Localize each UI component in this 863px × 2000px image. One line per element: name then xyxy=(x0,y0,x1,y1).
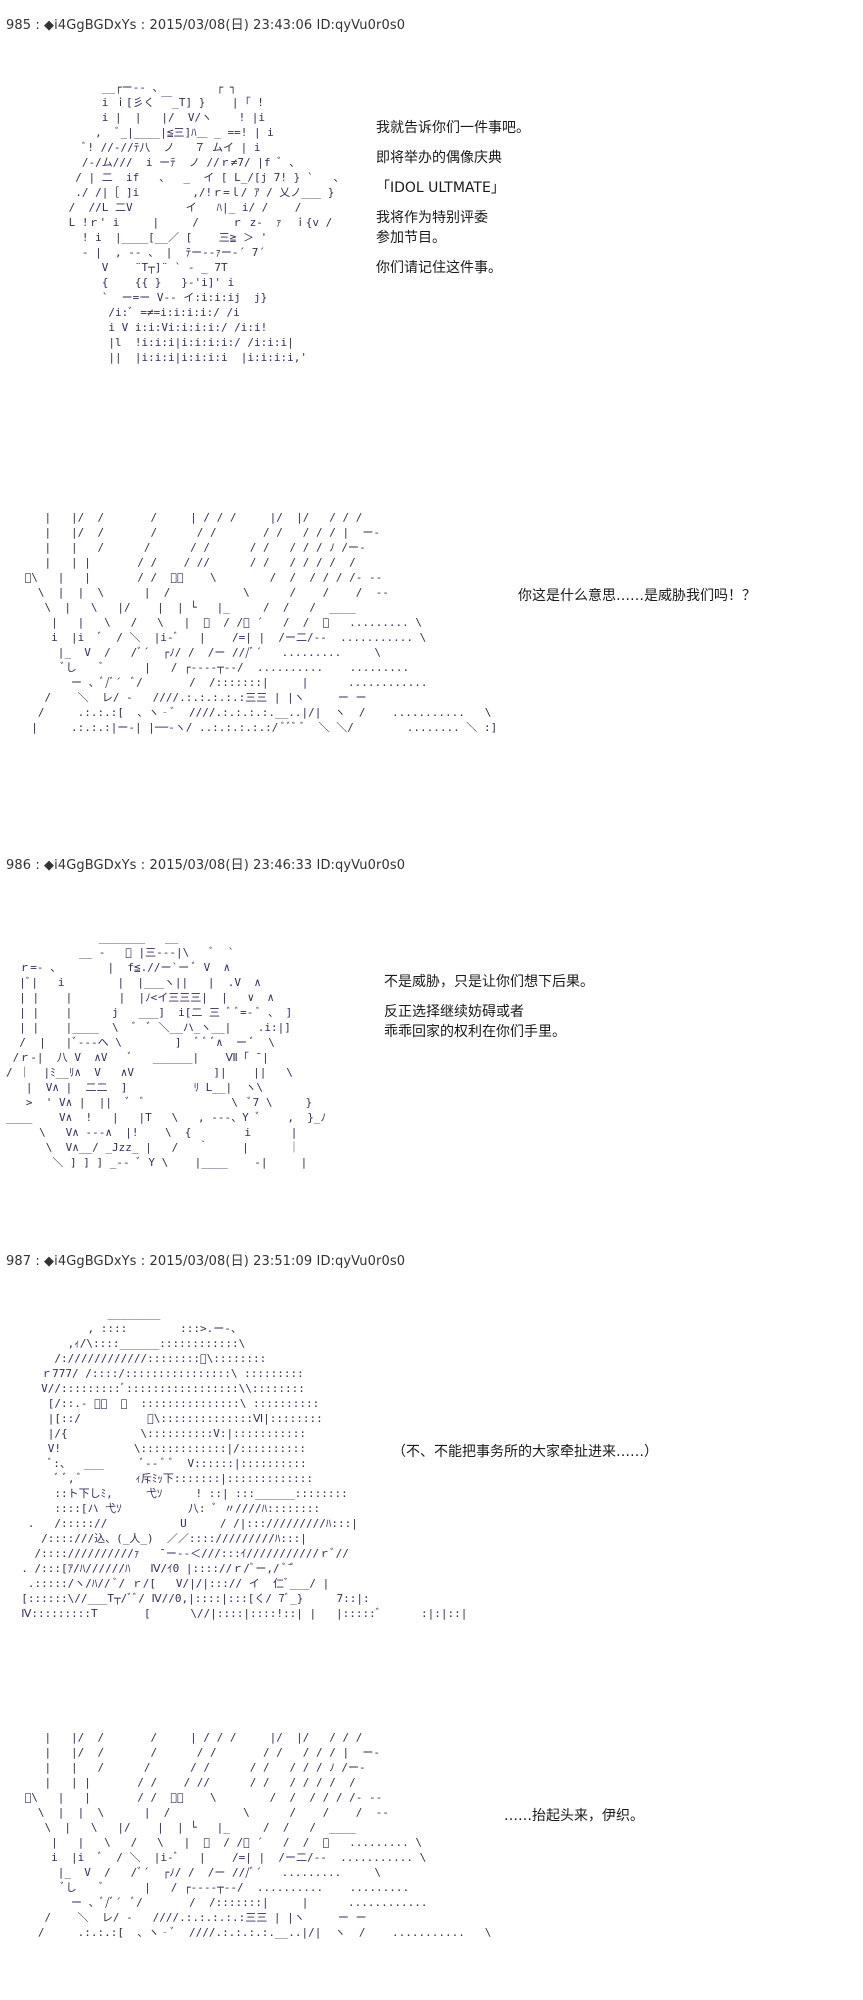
ascii-art-987-1: ________ , :::: :::>.ー-、 ,ｨ/\::::______:… xyxy=(21,1307,468,1620)
dialogue-line xyxy=(376,198,530,208)
ascii-art-985-1: __┌ー‐‐ 、 ┌ ┐ i ｉ[彡く ￣_T] } | ｢ ! i | | |… xyxy=(68,81,345,364)
post-header-987: 987 : ◆i4GgBGDxYs : 2015/03/08(日) 23:51:… xyxy=(6,1254,406,1269)
dialogue-line xyxy=(376,168,530,178)
ascii-art-986-1: _______ __ __ - ﾞ |三---|\ ﾞ ` ｒ=- 、 | f≦… xyxy=(6,931,327,1169)
dialogue-line: 「IDOL ULTMATE」 xyxy=(376,180,505,196)
dialogue-987-1: （不、不能把事务所的大家牵扯进来……） xyxy=(392,1442,658,1462)
dialogue-line xyxy=(376,248,530,258)
dialogue-line: 即将举办的偶像庆典 xyxy=(376,150,502,166)
post-header-985: 985 : ◆i4GgBGDxYs : 2015/03/08(日) 23:43:… xyxy=(6,18,406,33)
dialogue-985-2: 你这是什么意思……是威胁我们吗！？ xyxy=(518,586,756,606)
dialogue-line: 不是威胁，只是让你们想下后果。 xyxy=(384,974,594,990)
dialogue-line xyxy=(376,138,530,148)
dialogue-line: 你这是什么意思……是威胁我们吗！？ xyxy=(518,588,756,604)
dialogue-986-1: 不是威胁，只是让你们想下后果。 反正选择继续妨碍或者乖乖回家的权利在你们手里。 xyxy=(384,972,594,1042)
dialogue-line: 我将作为特别评委 xyxy=(376,210,488,226)
dialogue-987-2: ……抬起头来，伊织。 xyxy=(504,1806,644,1826)
dialogue-line: 参加节目。 xyxy=(376,230,446,246)
dialogue-line: ……抬起头来，伊织。 xyxy=(504,1808,644,1824)
post-header-986: 986 : ◆i4GgBGDxYs : 2015/03/08(日) 23:46:… xyxy=(6,858,406,873)
ascii-art-985-2: | |/ / / | / / / |/ |/ / / / | |/ / / / … xyxy=(18,511,498,734)
dialogue-line: 我就告诉你们一件事吧。 xyxy=(376,120,530,136)
dialogue-line: （不、不能把事务所的大家牵扯进来……） xyxy=(392,1444,658,1460)
dialogue-line: 你们请记住这件事。 xyxy=(376,260,502,276)
dialogue-line xyxy=(384,992,594,1002)
dialogue-985-1: 我就告诉你们一件事吧。 即将举办的偶像庆典 「IDOL ULTMATE」 我将作… xyxy=(376,118,530,278)
dialogue-line: 反正选择继续妨碍或者 xyxy=(384,1004,524,1020)
ascii-art-987-2: | |/ / / | / / / |/ |/ / / / | |/ / / / … xyxy=(18,1731,492,1939)
dialogue-line: 乖乖回家的权利在你们手里。 xyxy=(384,1024,566,1040)
